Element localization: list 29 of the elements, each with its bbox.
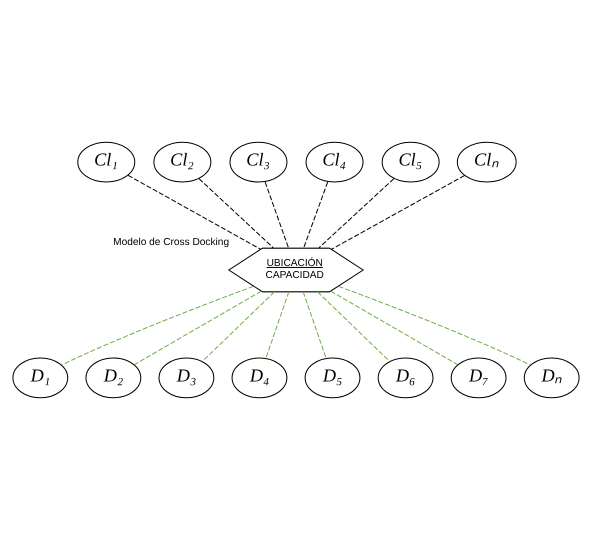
node-ellipse: D₄: [232, 356, 288, 398]
node-ellipse: Cl₄: [306, 141, 364, 182]
node-ellipse: D₆: [378, 356, 434, 398]
node-ellipse: Cl₁: [77, 141, 136, 182]
node-label: Modelo de Cross Docking: [113, 236, 230, 248]
node-ellipse: Clₙ: [456, 141, 517, 182]
connector: [265, 291, 290, 358]
connector: [338, 285, 530, 366]
node-ellipse: D₃: [158, 356, 214, 398]
connector: [128, 174, 261, 250]
connector: [303, 181, 328, 248]
connector: [62, 285, 254, 366]
connector: [318, 178, 394, 248]
node-ellipse: D₇: [450, 356, 507, 398]
node-ellipse: Dₙ: [524, 356, 580, 398]
connector: [264, 181, 290, 248]
connector: [317, 291, 390, 362]
connector: [134, 290, 262, 365]
connector: [302, 291, 327, 358]
node-ellipse: D₂: [85, 356, 142, 398]
connector: [330, 290, 458, 365]
node-ellipse: D₅: [304, 356, 360, 398]
node-ellipse: D₁: [12, 356, 68, 398]
node-ellipse: Cl₃: [229, 141, 288, 182]
node-ellipse: Cl₅: [382, 141, 440, 182]
node-ellipse: Cl₂: [153, 141, 212, 182]
connector: [198, 178, 274, 248]
connector: [331, 174, 465, 250]
connector: [202, 291, 275, 362]
